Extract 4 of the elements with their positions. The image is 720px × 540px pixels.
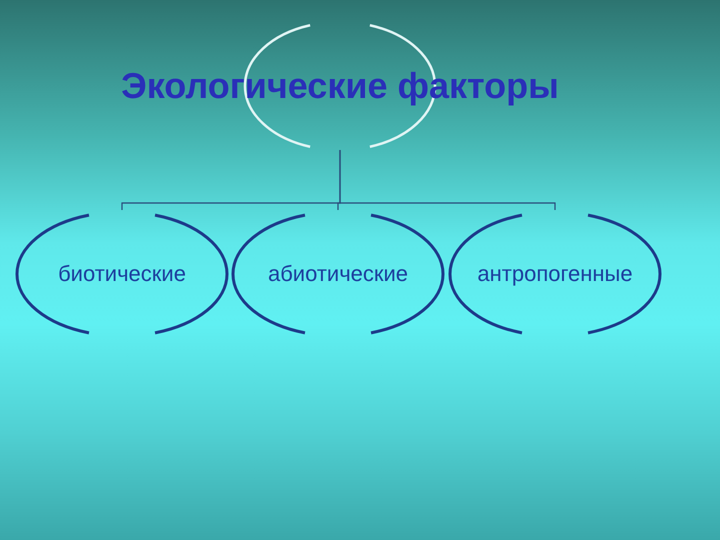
factor-label: антропогенные [477,261,633,287]
factor-label: абиотические [268,261,408,287]
connector-line [339,150,556,210]
factor-label: биотические [58,261,186,287]
